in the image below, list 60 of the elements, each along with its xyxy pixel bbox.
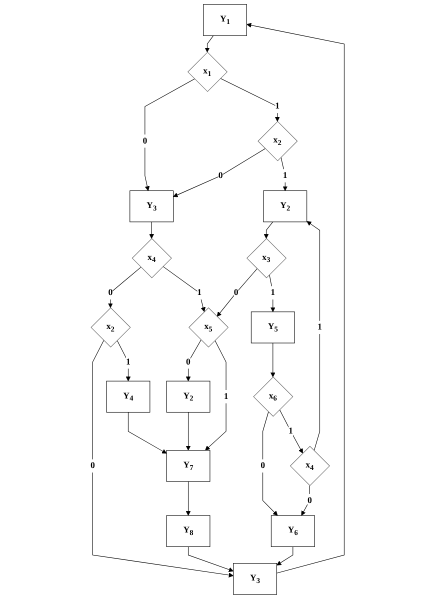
node-diamond: x$_{4}$ xyxy=(290,446,330,486)
node-box: Y$_{6}$ xyxy=(271,515,316,547)
arrow xyxy=(276,546,294,566)
node-box: Y$_{5}$ xyxy=(251,312,296,344)
edge-label: 0 xyxy=(90,460,96,470)
arrow xyxy=(264,222,274,239)
node-diamond: x$_{6}$ xyxy=(253,376,294,417)
node-box: Y$_{2}$ xyxy=(263,190,308,222)
edge-label: 1 xyxy=(318,322,322,332)
edge-label: 1 xyxy=(275,102,280,111)
arrow xyxy=(220,78,280,122)
node-diamond: x$_{4}$ xyxy=(132,238,172,278)
node-box: Y$_{7}$ xyxy=(166,450,210,482)
edge-label: 0 xyxy=(142,136,148,146)
arrow xyxy=(149,222,154,239)
arrow xyxy=(186,340,202,382)
node-box: Y$_{3}$ xyxy=(130,190,174,222)
arrow xyxy=(92,340,234,578)
edge-label: 0 xyxy=(260,460,266,470)
arrow xyxy=(269,274,276,312)
arrow xyxy=(246,22,345,574)
arrow xyxy=(173,148,266,198)
arrow xyxy=(108,266,142,308)
node-diamond: x$_{2}$ xyxy=(258,121,298,162)
arrow xyxy=(262,412,278,516)
node-box: Y$_{8}$ xyxy=(166,515,210,547)
edge-label: 0 xyxy=(186,357,191,366)
node-box: Y$_{4}$ xyxy=(106,380,150,413)
edge-label: 1 xyxy=(283,170,288,180)
arrow xyxy=(117,340,131,382)
node-diamond: x$_{5}$ xyxy=(188,307,229,348)
edge-label: 1 xyxy=(126,357,131,366)
edge-label: 0 xyxy=(234,288,239,298)
arrow xyxy=(204,35,214,52)
arrow xyxy=(162,266,206,312)
edge-label: 0 xyxy=(218,170,224,180)
arrow xyxy=(301,485,310,516)
arrow xyxy=(280,156,288,191)
arrow xyxy=(216,268,258,317)
edge-label: 0 xyxy=(108,288,113,298)
arrow xyxy=(188,546,234,572)
arrow xyxy=(144,78,196,191)
arrow xyxy=(186,481,191,516)
arrow xyxy=(205,340,226,451)
edge-label: 0 xyxy=(308,496,312,505)
arrow xyxy=(279,409,304,454)
edge-label: 1 xyxy=(270,288,276,298)
edge-label: 1 xyxy=(197,288,202,298)
arrow xyxy=(128,412,167,454)
node-box: Y$_{2}$ xyxy=(166,380,210,413)
arrow xyxy=(186,412,191,451)
node-box: Y$_{3}$ xyxy=(233,563,278,595)
node-box: Y$_{1}$ xyxy=(203,4,248,36)
node-diamond: x$_{2}$ xyxy=(90,307,131,348)
edge-label: 1 xyxy=(224,392,228,402)
arrow xyxy=(306,221,320,451)
node-diamond: x$_{3}$ xyxy=(246,238,287,278)
node-diamond: x$_{1}$ xyxy=(188,52,228,92)
edge-label: 1 xyxy=(288,426,294,436)
arrow xyxy=(270,342,276,378)
